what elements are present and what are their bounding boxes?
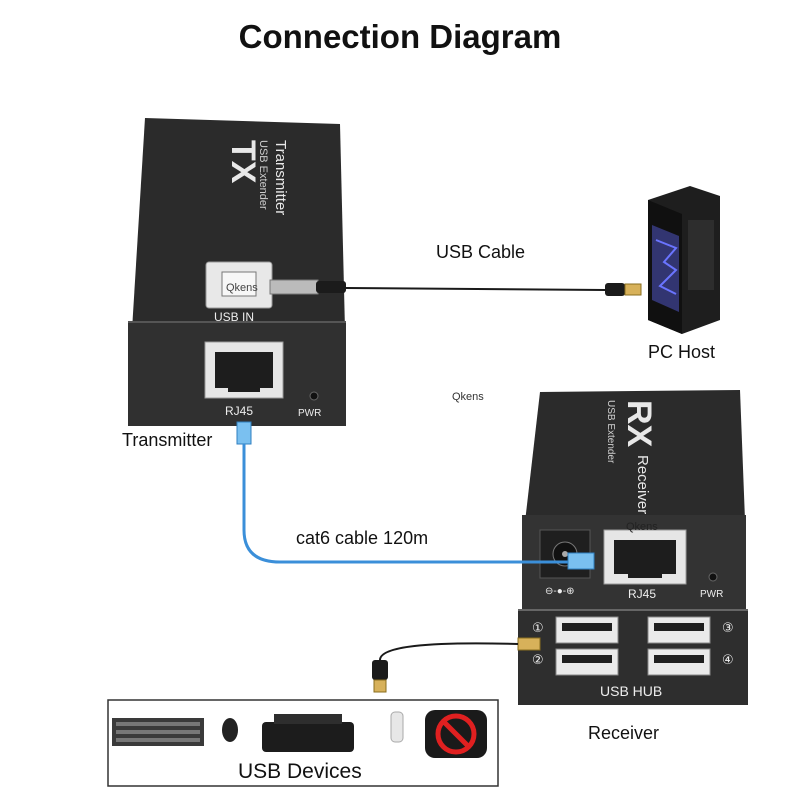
transmitter-pwr-led — [309, 391, 319, 401]
receiver-code: RX — [620, 400, 658, 448]
prohibited-icon — [435, 713, 477, 755]
receiver-sub: USB Extender — [605, 400, 616, 464]
usb-b-plug-housing — [316, 281, 346, 293]
transmitter-device: TX USB Extender Transmitter Qkens USB IN… — [128, 118, 346, 426]
transmitter-port-watermark: Qkens — [226, 282, 258, 294]
watermark: Qkens — [452, 391, 484, 403]
usb-b-plug — [269, 279, 319, 295]
hub-port-number-3: ③ — [722, 620, 734, 635]
receiver-device: RX USB Extender Receiver ⊖-●-⊕ Qkens RJ4… — [518, 390, 748, 705]
transmitter-usb-in-label: USB IN — [214, 310, 254, 324]
mouse-icon — [222, 718, 238, 742]
receiver-caption: Receiver — [588, 723, 660, 743]
usb-drive-icon — [390, 711, 404, 743]
printer-top — [274, 714, 342, 724]
pc-host-label: PC Host — [648, 342, 716, 362]
usb-a-port-1-tongue — [562, 623, 612, 631]
receiver-power-symbol: ⊖-●-⊕ — [545, 586, 574, 597]
receiver-pwr-led — [708, 572, 718, 582]
pc-host-tower — [648, 186, 720, 334]
transmitter-pwr-label: PWR — [298, 408, 321, 419]
usb-cable — [269, 279, 642, 296]
device-usb-cable — [372, 637, 541, 693]
usb-cable-label: USB Cable — [436, 242, 526, 262]
prohibited-slash — [441, 719, 471, 749]
usb-b-socket — [221, 271, 257, 297]
receiver-name: Receiver — [634, 455, 651, 514]
rj45-latch — [228, 380, 260, 392]
transmitter-face-lettering: TX USB Extender Transmitter — [224, 140, 289, 215]
receiver-rj45-latch — [628, 566, 662, 578]
transmitter-sub: USB Extender — [257, 140, 269, 210]
hub-port-number-1: ① — [532, 620, 544, 635]
usb-cable-line — [345, 287, 606, 291]
receiver-face-lettering: RX USB Extender Receiver — [605, 400, 658, 514]
usb-a-plug-housing — [605, 283, 625, 296]
hub-cable-line — [379, 642, 519, 661]
usb-a-port-4-tongue — [654, 655, 704, 663]
device-cable-plug-housing — [372, 660, 388, 680]
usb-hub-ports — [555, 616, 711, 676]
usb-a-port-2-tongue — [562, 655, 612, 663]
keyboard-key-row — [116, 722, 200, 726]
receiver-port-watermark: Qkens — [626, 521, 658, 533]
printer-icon — [262, 722, 354, 752]
transmitter-top-face — [132, 118, 345, 330]
pc-front-pattern — [655, 239, 678, 295]
cat6-cable — [236, 421, 595, 570]
page-title: Connection Diagram — [238, 18, 562, 55]
transmitter-code: TX — [224, 140, 262, 184]
cat6-plug-transmitter — [236, 421, 252, 445]
cat6-cable-line — [242, 444, 570, 564]
transmitter-name: Transmitter — [272, 140, 289, 215]
usb-a-plug-metal — [624, 283, 642, 296]
hub-port-number-2: ② — [532, 652, 544, 667]
usb-a-port-3-tongue — [654, 623, 704, 631]
usb-devices-label: USB Devices — [238, 760, 362, 783]
device-cable-plug-metal — [373, 679, 387, 693]
cat6-plug-receiver — [567, 552, 595, 570]
transmitter-rj45-label: RJ45 — [225, 404, 253, 418]
keyboard-key-row — [116, 730, 200, 734]
transmitter-caption: Transmitter — [122, 430, 213, 450]
receiver-top-face — [525, 390, 745, 522]
usb-devices-panel — [107, 699, 499, 787]
hub-cable-usb-a-metal — [517, 637, 541, 651]
pc-side-vent — [688, 220, 714, 290]
cat6-cable-label: cat6 cable 120m — [296, 528, 429, 548]
receiver-rj45-label: RJ45 — [628, 587, 656, 601]
keyboard-key-row — [116, 738, 200, 742]
dc-jack-pin — [562, 551, 568, 557]
receiver-pwr-label: PWR — [700, 589, 723, 600]
receiver-hub-label: USB HUB — [600, 683, 662, 699]
hub-port-number-4: ④ — [722, 652, 734, 667]
